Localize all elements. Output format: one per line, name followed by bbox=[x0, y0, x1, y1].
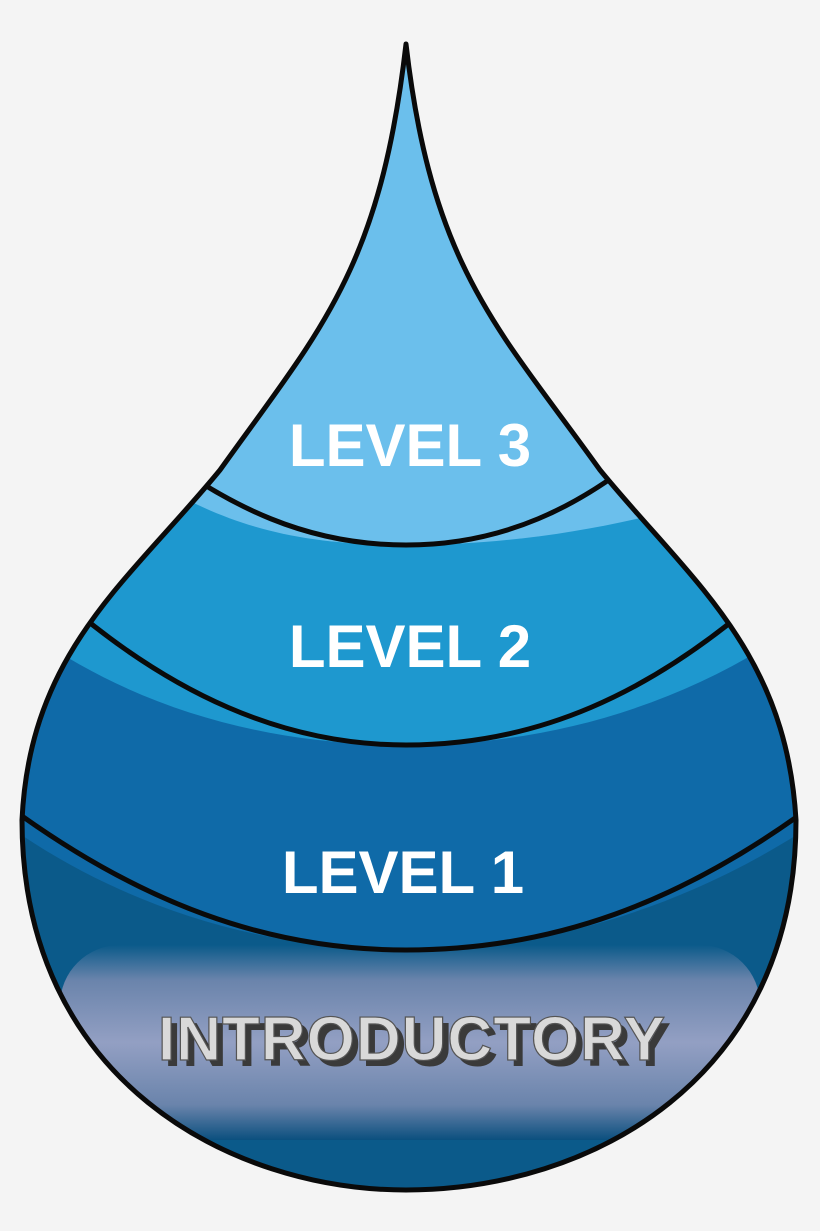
label-level2: LEVEL 2 bbox=[289, 613, 531, 680]
label-introductory: INTRODUCTORY bbox=[158, 1005, 666, 1074]
label-level1: LEVEL 1 bbox=[282, 839, 524, 906]
drop-outline bbox=[19, 41, 799, 1193]
introductory-glow bbox=[60, 945, 760, 1140]
divider-level2-level1 bbox=[38, 578, 782, 748]
label-introductory-shadow: INTRODUCTORY bbox=[164, 1011, 672, 1080]
divider-level1-introductory bbox=[22, 797, 796, 953]
label-level3: LEVEL 3 bbox=[289, 412, 531, 479]
divider-level3-level2 bbox=[138, 438, 662, 548]
